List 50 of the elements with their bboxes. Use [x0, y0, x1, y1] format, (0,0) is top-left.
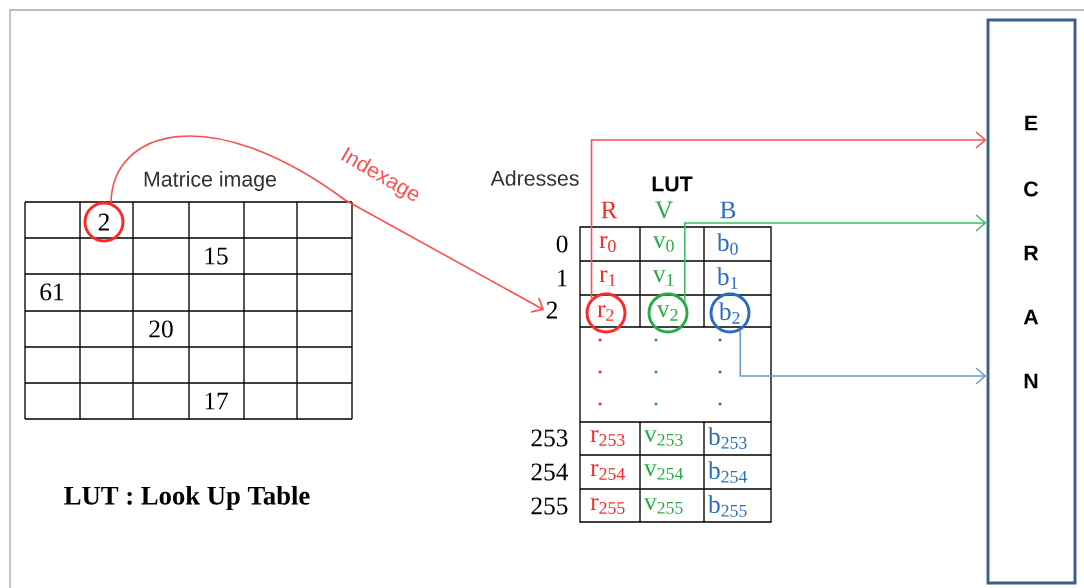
ellipsis-dot: . [654, 338, 658, 342]
table-cell: v$_{254}$ [644, 464, 684, 480]
table-cell: v$_{255}$ [644, 498, 683, 514]
cell-value: 61 [40, 283, 64, 301]
arrow [110, 135, 545, 313]
cell-value: 20 [149, 320, 173, 338]
table-cell: b$_{253}$ [708, 427, 747, 449]
arrow [739, 329, 987, 385]
table-cell: b$_{0}$ [716, 233, 738, 255]
ellipsis-dot: . [718, 370, 722, 374]
circled-entry: v$_{2}$ [647, 292, 689, 334]
ellipsis-dot: . [654, 370, 658, 374]
ellipsis-dot: . [654, 402, 658, 406]
address-number: 2 [546, 301, 557, 319]
ellipsis-dot: . [598, 370, 602, 374]
table-cell: v$_{253}$ [644, 430, 683, 446]
table-cell: v$_{1}$ [652, 270, 674, 286]
address-number: 0 [556, 235, 568, 253]
circled-entry: r$_{2}$ [585, 292, 627, 334]
ellipsis-dot: . [718, 402, 722, 406]
column-header: B [720, 201, 736, 219]
address-number: 1 [557, 269, 567, 287]
table-cell: r$_{254}$ [590, 464, 625, 480]
arrow [590, 131, 987, 300]
ellipsis-dot: . [598, 402, 602, 406]
circled-entry: b$_{2}$ [709, 292, 751, 334]
table-title: LUT [652, 176, 693, 192]
cell-value: 17 [205, 392, 228, 410]
address-number: 253 [531, 429, 568, 447]
ellipsis-dot: . [718, 338, 722, 342]
column-header: R [601, 201, 618, 219]
arrow [683, 214, 987, 303]
screen-box: E C R A N [986, 18, 1077, 585]
grid-title: Matrice image [144, 171, 276, 191]
circled-value: 2 [83, 201, 125, 243]
table-cell: r$_{255}$ [590, 498, 625, 514]
table-cell: b$_{254}$ [708, 461, 748, 483]
ellipsis-dot: . [598, 338, 602, 342]
table-cell: b$_{1}$ [716, 267, 738, 289]
table-cell: r$_{0}$ [599, 236, 616, 252]
table-cell: r$_{253}$ [590, 430, 625, 446]
table-cell: v$_{0}$ [652, 236, 674, 252]
table-cell: b$_{255}$ [708, 495, 747, 517]
axis-title: Adresses [490, 170, 579, 186]
column-header: V [655, 201, 673, 219]
caption-text: LUT : Look Up Table [64, 485, 310, 511]
address-number: 255 [531, 497, 568, 515]
cell-value: 15 [205, 247, 228, 265]
table-cell: r$_{1}$ [599, 270, 616, 286]
address-number: 254 [531, 463, 568, 481]
